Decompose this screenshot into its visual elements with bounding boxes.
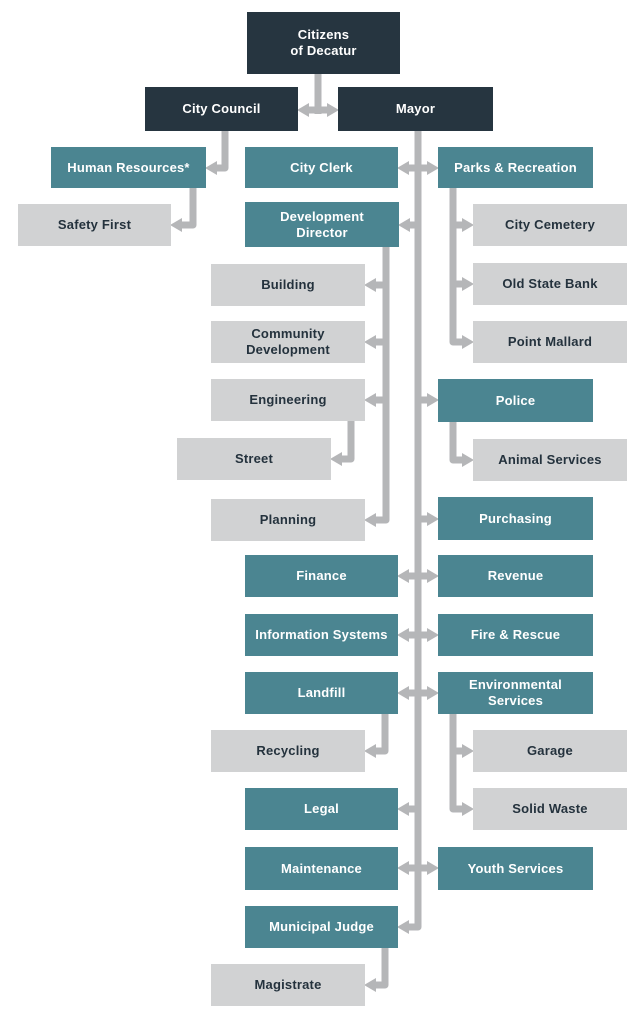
node-legal: Legal (245, 788, 398, 830)
connector-human-resources-to-safety-first (170, 188, 197, 232)
connector-municipal-judge-to-magistrate (364, 948, 389, 992)
node-city-cemetery: City Cemetery (473, 204, 627, 246)
connector-landfill-to-recycling (364, 714, 389, 758)
connector-mayor-trunk-to-municipal-judge (397, 131, 422, 934)
node-point-mallard: Point Mallard (473, 321, 627, 363)
node-planning: Planning (211, 499, 365, 541)
connector-police-to-animal-services (449, 422, 474, 467)
node-human-resources: Human Resources* (51, 147, 206, 188)
connector-env-trunk-to-solid-waste (449, 714, 474, 816)
connector-parks-trunk-to-point-mallard (449, 188, 474, 349)
node-street: Street (177, 438, 331, 480)
node-safety-first: Safety First (18, 204, 171, 246)
node-purchasing: Purchasing (438, 497, 593, 540)
node-citizens-of-decatur: Citizens of Decatur (247, 12, 400, 74)
node-fire-rescue: Fire & Rescue (438, 614, 593, 656)
node-engineering: Engineering (211, 379, 365, 421)
node-garage: Garage (473, 730, 627, 772)
connector-council-to-human-resources (205, 131, 229, 175)
node-police: Police (438, 379, 593, 422)
node-maintenance: Maintenance (245, 847, 398, 890)
node-mayor: Mayor (338, 87, 493, 131)
node-city-clerk: City Clerk (245, 147, 398, 188)
node-landfill: Landfill (245, 672, 398, 714)
node-community-development: Community Development (211, 321, 365, 363)
node-revenue: Revenue (438, 555, 593, 597)
node-recycling: Recycling (211, 730, 365, 772)
node-old-state-bank: Old State Bank (473, 263, 627, 305)
connector-devdir-trunk-to-planning (364, 247, 390, 527)
node-finance: Finance (245, 555, 398, 597)
node-city-council: City Council (145, 87, 298, 131)
connector-engineering-to-street (330, 421, 355, 466)
node-development-director: Development Director (245, 202, 399, 247)
node-information-systems: Information Systems (245, 614, 398, 656)
node-environmental-services: Environmental Services (438, 672, 593, 714)
node-animal-services: Animal Services (473, 439, 627, 481)
node-parks-recreation: Parks & Recreation (438, 147, 593, 188)
node-solid-waste: Solid Waste (473, 788, 627, 830)
node-building: Building (211, 264, 365, 306)
node-municipal-judge: Municipal Judge (245, 906, 398, 948)
node-youth-services: Youth Services (438, 847, 593, 890)
node-magistrate: Magistrate (211, 964, 365, 1006)
